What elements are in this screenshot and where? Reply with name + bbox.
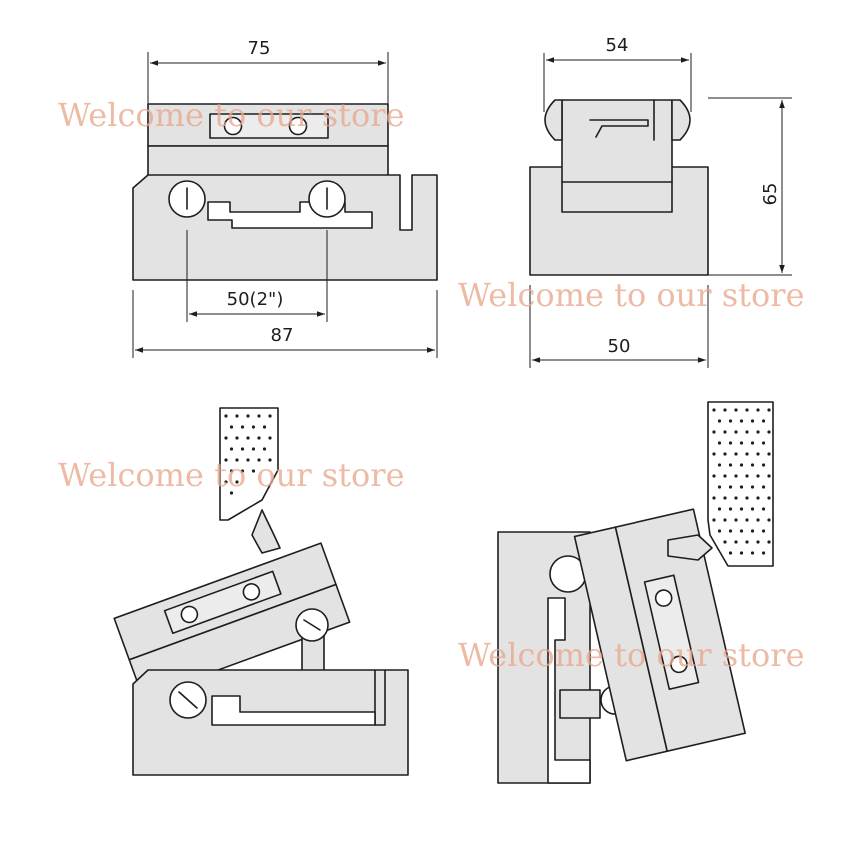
tilted-plate-right <box>573 508 746 762</box>
dim-50-label: 50 <box>608 336 631 357</box>
grinding-wheel-left-texture <box>224 414 272 495</box>
tilted-front-view <box>113 407 409 776</box>
watermark-4: Welcome to our store <box>458 636 805 674</box>
dim-54-label: 54 <box>606 35 629 56</box>
watermark-1: Welcome to our store <box>58 96 405 134</box>
side-upper-block <box>561 99 673 213</box>
front-slot-hole-right <box>288 116 308 136</box>
tool-bit-right <box>667 534 713 561</box>
vertical-base-slot-right <box>547 597 591 784</box>
side-lug-left <box>544 99 563 141</box>
front-view: 75 50(2") 87 <box>132 38 438 358</box>
dim-50-2in-label: 50(2") <box>227 289 284 310</box>
side-lug-right <box>671 99 691 141</box>
watermark-3: Welcome to our store <box>58 456 405 494</box>
tilted-plate-left <box>113 542 351 699</box>
tilted-base-slot-left <box>211 695 376 726</box>
front-roller-right <box>308 180 346 218</box>
grinding-wheel-right-texture <box>712 408 771 555</box>
tool-bit-left <box>251 509 281 554</box>
grinding-wheel-right <box>707 401 774 567</box>
vertical-base-stud-right <box>559 689 601 719</box>
side-dovetail <box>589 119 649 138</box>
tilted-side-view <box>497 401 774 784</box>
dim-87-label: 87 <box>271 325 294 346</box>
watermark-2: Welcome to our store <box>458 276 805 314</box>
side-view: 54 65 50 <box>529 35 792 368</box>
dim-75-label: 75 <box>248 38 271 59</box>
front-slot-hole-left <box>223 116 243 136</box>
grinding-wheel-left <box>219 407 279 521</box>
dim-65-label: 65 <box>760 183 781 206</box>
front-roller-left <box>168 180 206 218</box>
